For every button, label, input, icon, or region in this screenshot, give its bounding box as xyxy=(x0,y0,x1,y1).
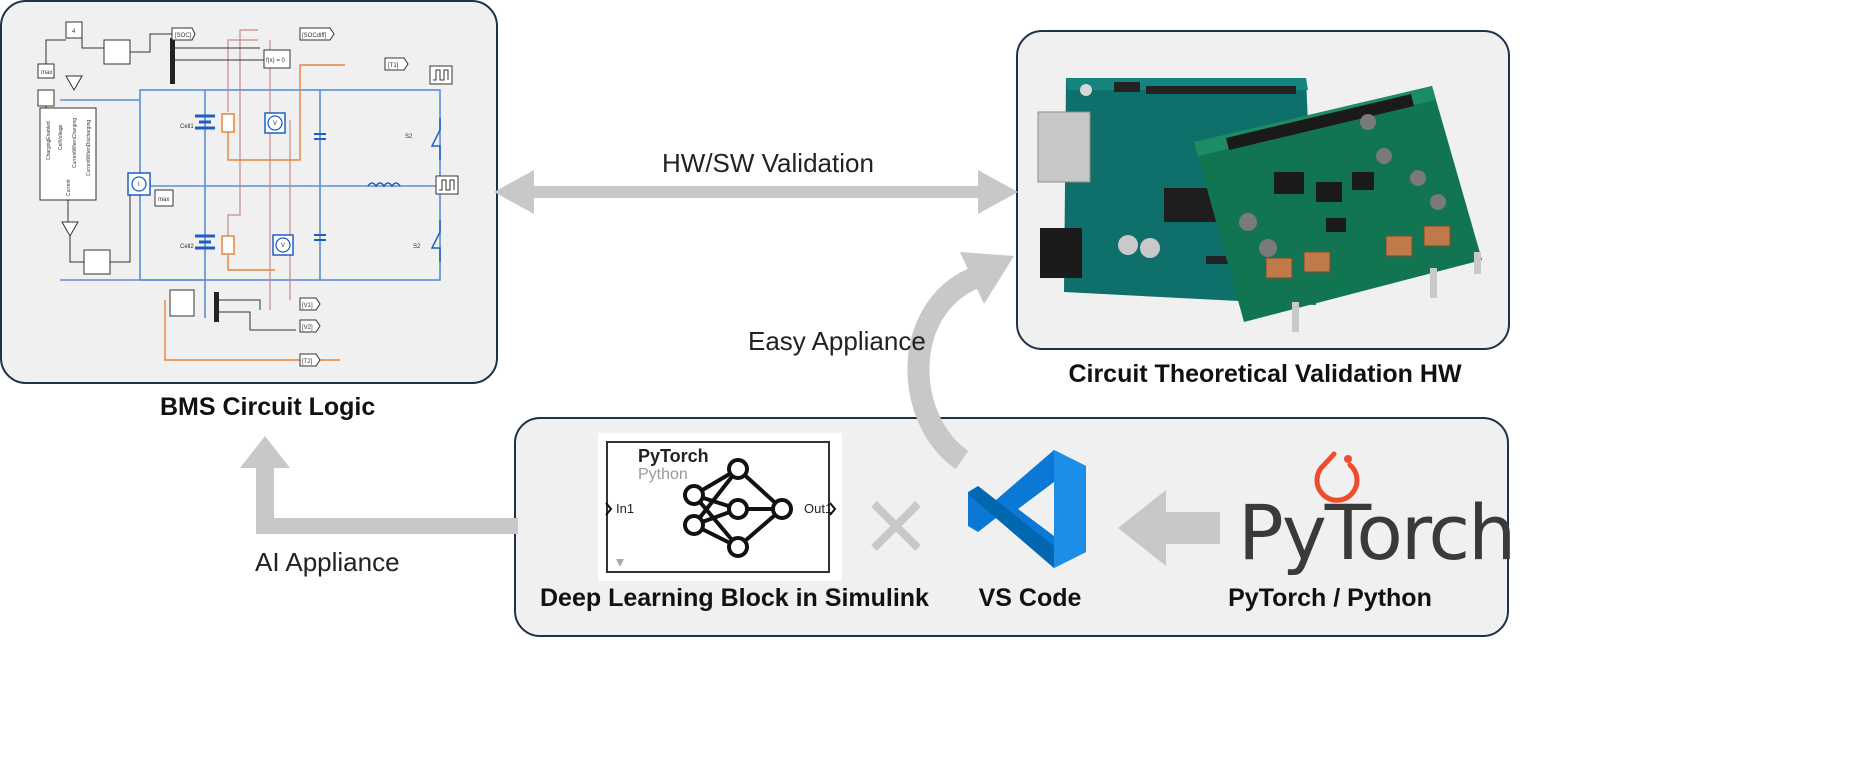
pytorch-to-vscode-arrow xyxy=(1118,490,1220,566)
hw-sw-validation-label: HW/SW Validation xyxy=(662,148,874,178)
socdiff-tag: [SOCdiff] xyxy=(302,33,327,39)
t2-tag: [T2] xyxy=(302,359,313,365)
bus-port-label: CurrentWhenDischarging xyxy=(86,120,92,176)
switch-label: S2 xyxy=(413,244,421,250)
max-label: max xyxy=(158,197,169,203)
constant-label: 4 xyxy=(72,29,76,35)
easy-appliance-label: Easy Appliance xyxy=(748,326,926,356)
cell1-battery-icon xyxy=(195,114,215,130)
pytorch-wordmark: PyTorch xyxy=(1238,488,1516,577)
current-sensor-label: I xyxy=(138,182,140,188)
dl-block-in-port: In1 xyxy=(616,501,635,516)
t1-tag: [T1] xyxy=(388,63,399,69)
ai-appliance-arrow xyxy=(240,436,518,534)
hw-sw-validation-arrow xyxy=(494,170,1018,214)
cell1-label: Cell1 xyxy=(180,124,194,130)
pytorch-caption: PyTorch / Python xyxy=(1228,584,1432,612)
max-label: max xyxy=(41,70,52,76)
pytorch-flame-icon xyxy=(1314,451,1360,503)
deep-learning-block: PyTorch Python In1 Out1 xyxy=(598,433,842,581)
pulse-generator-icon xyxy=(429,65,453,85)
dl-block-out-port: Out1 xyxy=(804,501,833,516)
vscode-caption: VS Code xyxy=(978,584,1082,612)
dl-block-title: PyTorch xyxy=(638,446,709,466)
easy-appliance-arrow xyxy=(907,252,1014,470)
cell2-label: Cell2 xyxy=(180,244,194,250)
current-sensor-icon xyxy=(127,172,151,196)
pulse-generator-icon xyxy=(435,175,459,195)
neural-network-icon xyxy=(605,458,837,567)
combine-icon xyxy=(871,501,921,551)
bus-port-label: CurrentWhenCharging xyxy=(72,118,78,168)
cell2-battery-icon xyxy=(195,234,215,250)
v1-tag: [V1] xyxy=(302,303,313,309)
voltage-sensor-label: V xyxy=(273,121,277,127)
dl-block-caption: Deep Learning Block in Simulink xyxy=(540,584,929,612)
vscode-logo-icon xyxy=(968,450,1086,568)
bus-port-label: ChargingEnabled xyxy=(46,121,52,160)
voltage-sensor-label: V xyxy=(281,243,285,249)
bms-circuit-diagram: [SOC] [SOCdiff] f(x) = 0 [T1] [V1] [V2] … xyxy=(37,21,459,367)
arduino-board-image xyxy=(1037,78,1482,332)
bus-port-label: CellVoltage xyxy=(58,124,64,150)
voltage-sensor-icon xyxy=(272,234,294,256)
hardware-caption: Circuit Theoretical Validation HW xyxy=(1068,360,1462,388)
dl-block-subtitle: Python xyxy=(638,466,688,483)
v2-tag: [V2] xyxy=(302,325,313,331)
bus-port-label: Current xyxy=(66,179,72,196)
bms-caption: BMS Circuit Logic xyxy=(160,393,376,421)
fx-constraint-label: f(x) = 0 xyxy=(266,58,286,64)
switch-label: S2 xyxy=(405,134,413,140)
voltage-sensor-icon xyxy=(264,112,286,134)
soc-tag: [SOC] xyxy=(175,33,192,39)
ai-appliance-label: AI Appliance xyxy=(255,547,400,577)
